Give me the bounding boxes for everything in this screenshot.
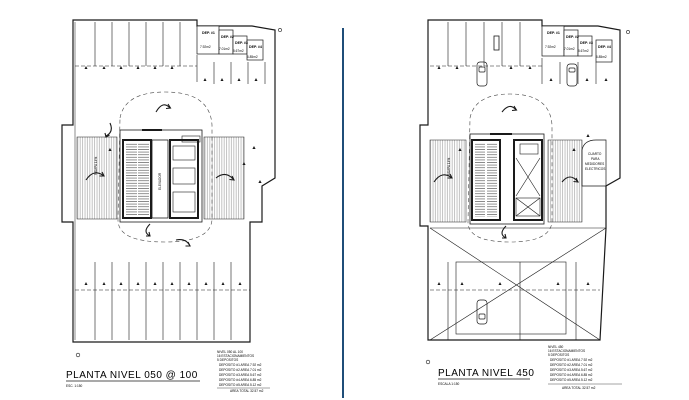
right-summary-table: NIVEL 450 16 ESTACIONAMIENTOS 5 DEPOSITO… [548,345,622,390]
left-plan-outline [61,19,276,343]
left-dep-2-label: DEP. #2 [221,35,234,39]
svg-text:DEPOSITO #3 AREA 5.67 m2: DEPOSITO #3 AREA 5.67 m2 [550,368,593,372]
right-ramp-hatch-west [429,139,467,223]
left-core [119,129,203,223]
car-icon [476,61,578,325]
left-plan-title: PLANTA NIVEL 050 @ 100 [66,370,198,381]
left-deposit-boxes [196,25,264,61]
right-floor-plan: DEP. #1 7.92m2 DEP. #2 7.01m2 DEP. #3 5.… [419,19,630,390]
right-plan-title: PLANTA NIVEL 450 [438,368,534,379]
right-dep-2-label: DEP. #2 [566,35,579,39]
svg-text:NIVEL 050 AL 100: NIVEL 050 AL 100 [217,350,243,354]
right-dep-2-area: 7.01m2 [564,47,575,51]
left-dep-3-area: 5.67m2 [233,49,244,53]
right-dep-1-label: DEP. #1 [547,31,560,35]
svg-text:NIVEL 450: NIVEL 450 [548,345,564,349]
svg-text:DEPOSITO #5 AREA 5.12 m2: DEPOSITO #5 AREA 5.12 m2 [550,378,593,382]
left-bottom-parking [75,262,250,340]
svg-text:16 ESTACIONAMIENTOS: 16 ESTACIONAMIENTOS [217,354,254,358]
right-ramp-hatch-east [547,139,583,223]
left-ramp-hatch-east [203,136,245,220]
svg-text:AREA TOTAL 32.57 m2: AREA TOTAL 32.57 m2 [230,389,264,393]
electrical-room: CUARTO PARA MEDIDORES ELECTRICOS [581,139,607,187]
svg-text:DEPOSITO #2 AREA 7.01 m2: DEPOSITO #2 AREA 7.01 m2 [550,363,593,367]
right-dep-4-area: 6.85m2 [596,55,607,59]
svg-text:16 ESTACIONAMIENTOS: 16 ESTACIONAMIENTOS [548,349,585,353]
svg-text:DEPOSITO #1 AREA 7.92 m2: DEPOSITO #1 AREA 7.92 m2 [219,363,262,367]
svg-text:DEPOSITO #2 AREA 7.01 m2: DEPOSITO #2 AREA 7.01 m2 [219,368,262,372]
svg-text:MEDIDORES: MEDIDORES [585,162,604,166]
right-ramp-label: RAMPA 14% [447,158,451,176]
left-ramp-label: RAMPA 14% [94,157,98,175]
right-dep-4-label: DEP. #4 [598,45,611,49]
left-plan-scale: ESC. 1:150 [66,384,83,388]
left-dep-1-label: DEP. #1 [202,31,215,35]
left-dep-3-label: DEP. #3 [235,41,248,45]
right-dep-3-area: 5.67m2 [578,49,589,53]
right-void-area [429,227,607,341]
svg-text:AREA TOTAL 32.57 m2: AREA TOTAL 32.57 m2 [562,386,596,390]
svg-text:5 DEPOSITOS: 5 DEPOSITOS [548,353,569,357]
left-floor-plan: DEP. #1 7.92m2 DEP. #2 7.01m2 DEP. #3 5.… [61,19,282,393]
svg-text:DEPOSITO #1 AREA 7.92 m2: DEPOSITO #1 AREA 7.92 m2 [550,358,593,362]
svg-text:DEPOSITO #4 AREA 6.85 m2: DEPOSITO #4 AREA 6.85 m2 [219,378,262,382]
svg-text:DEPOSITO #5 AREA 5.12 m2: DEPOSITO #5 AREA 5.12 m2 [219,383,262,387]
svg-text:5 DEPOSITOS: 5 DEPOSITOS [217,358,238,362]
svg-text:CUARTO: CUARTO [588,152,602,156]
left-top-parking [75,22,266,84]
svg-text:ELECTRICOS: ELECTRICOS [585,167,605,171]
right-core [469,133,545,225]
svg-text:PARA: PARA [591,157,600,161]
svg-text:DEPOSITO #3 AREA 5.67 m2: DEPOSITO #3 AREA 5.67 m2 [219,373,262,377]
left-dep-1-area: 7.92m2 [200,45,211,49]
left-ramp-hatch-west [76,136,118,220]
right-plan-scale: ESCALA 1:150 [438,382,459,386]
left-dep-4-label: DEP. #4 [249,45,262,49]
left-dep-4-area: 6.85m2 [247,55,258,59]
svg-text:DEPOSITO #4 AREA 6.85 m2: DEPOSITO #4 AREA 6.85 m2 [550,373,593,377]
right-dep-3-label: DEP. #3 [580,41,593,45]
left-elevator-label: ELEVADOR [158,172,162,190]
left-dep-2-area: 7.01m2 [219,47,230,51]
left-summary-table: NIVEL 050 AL 100 16 ESTACIONAMIENTOS 5 D… [217,350,270,393]
right-dep-1-area: 7.92m2 [545,45,556,49]
